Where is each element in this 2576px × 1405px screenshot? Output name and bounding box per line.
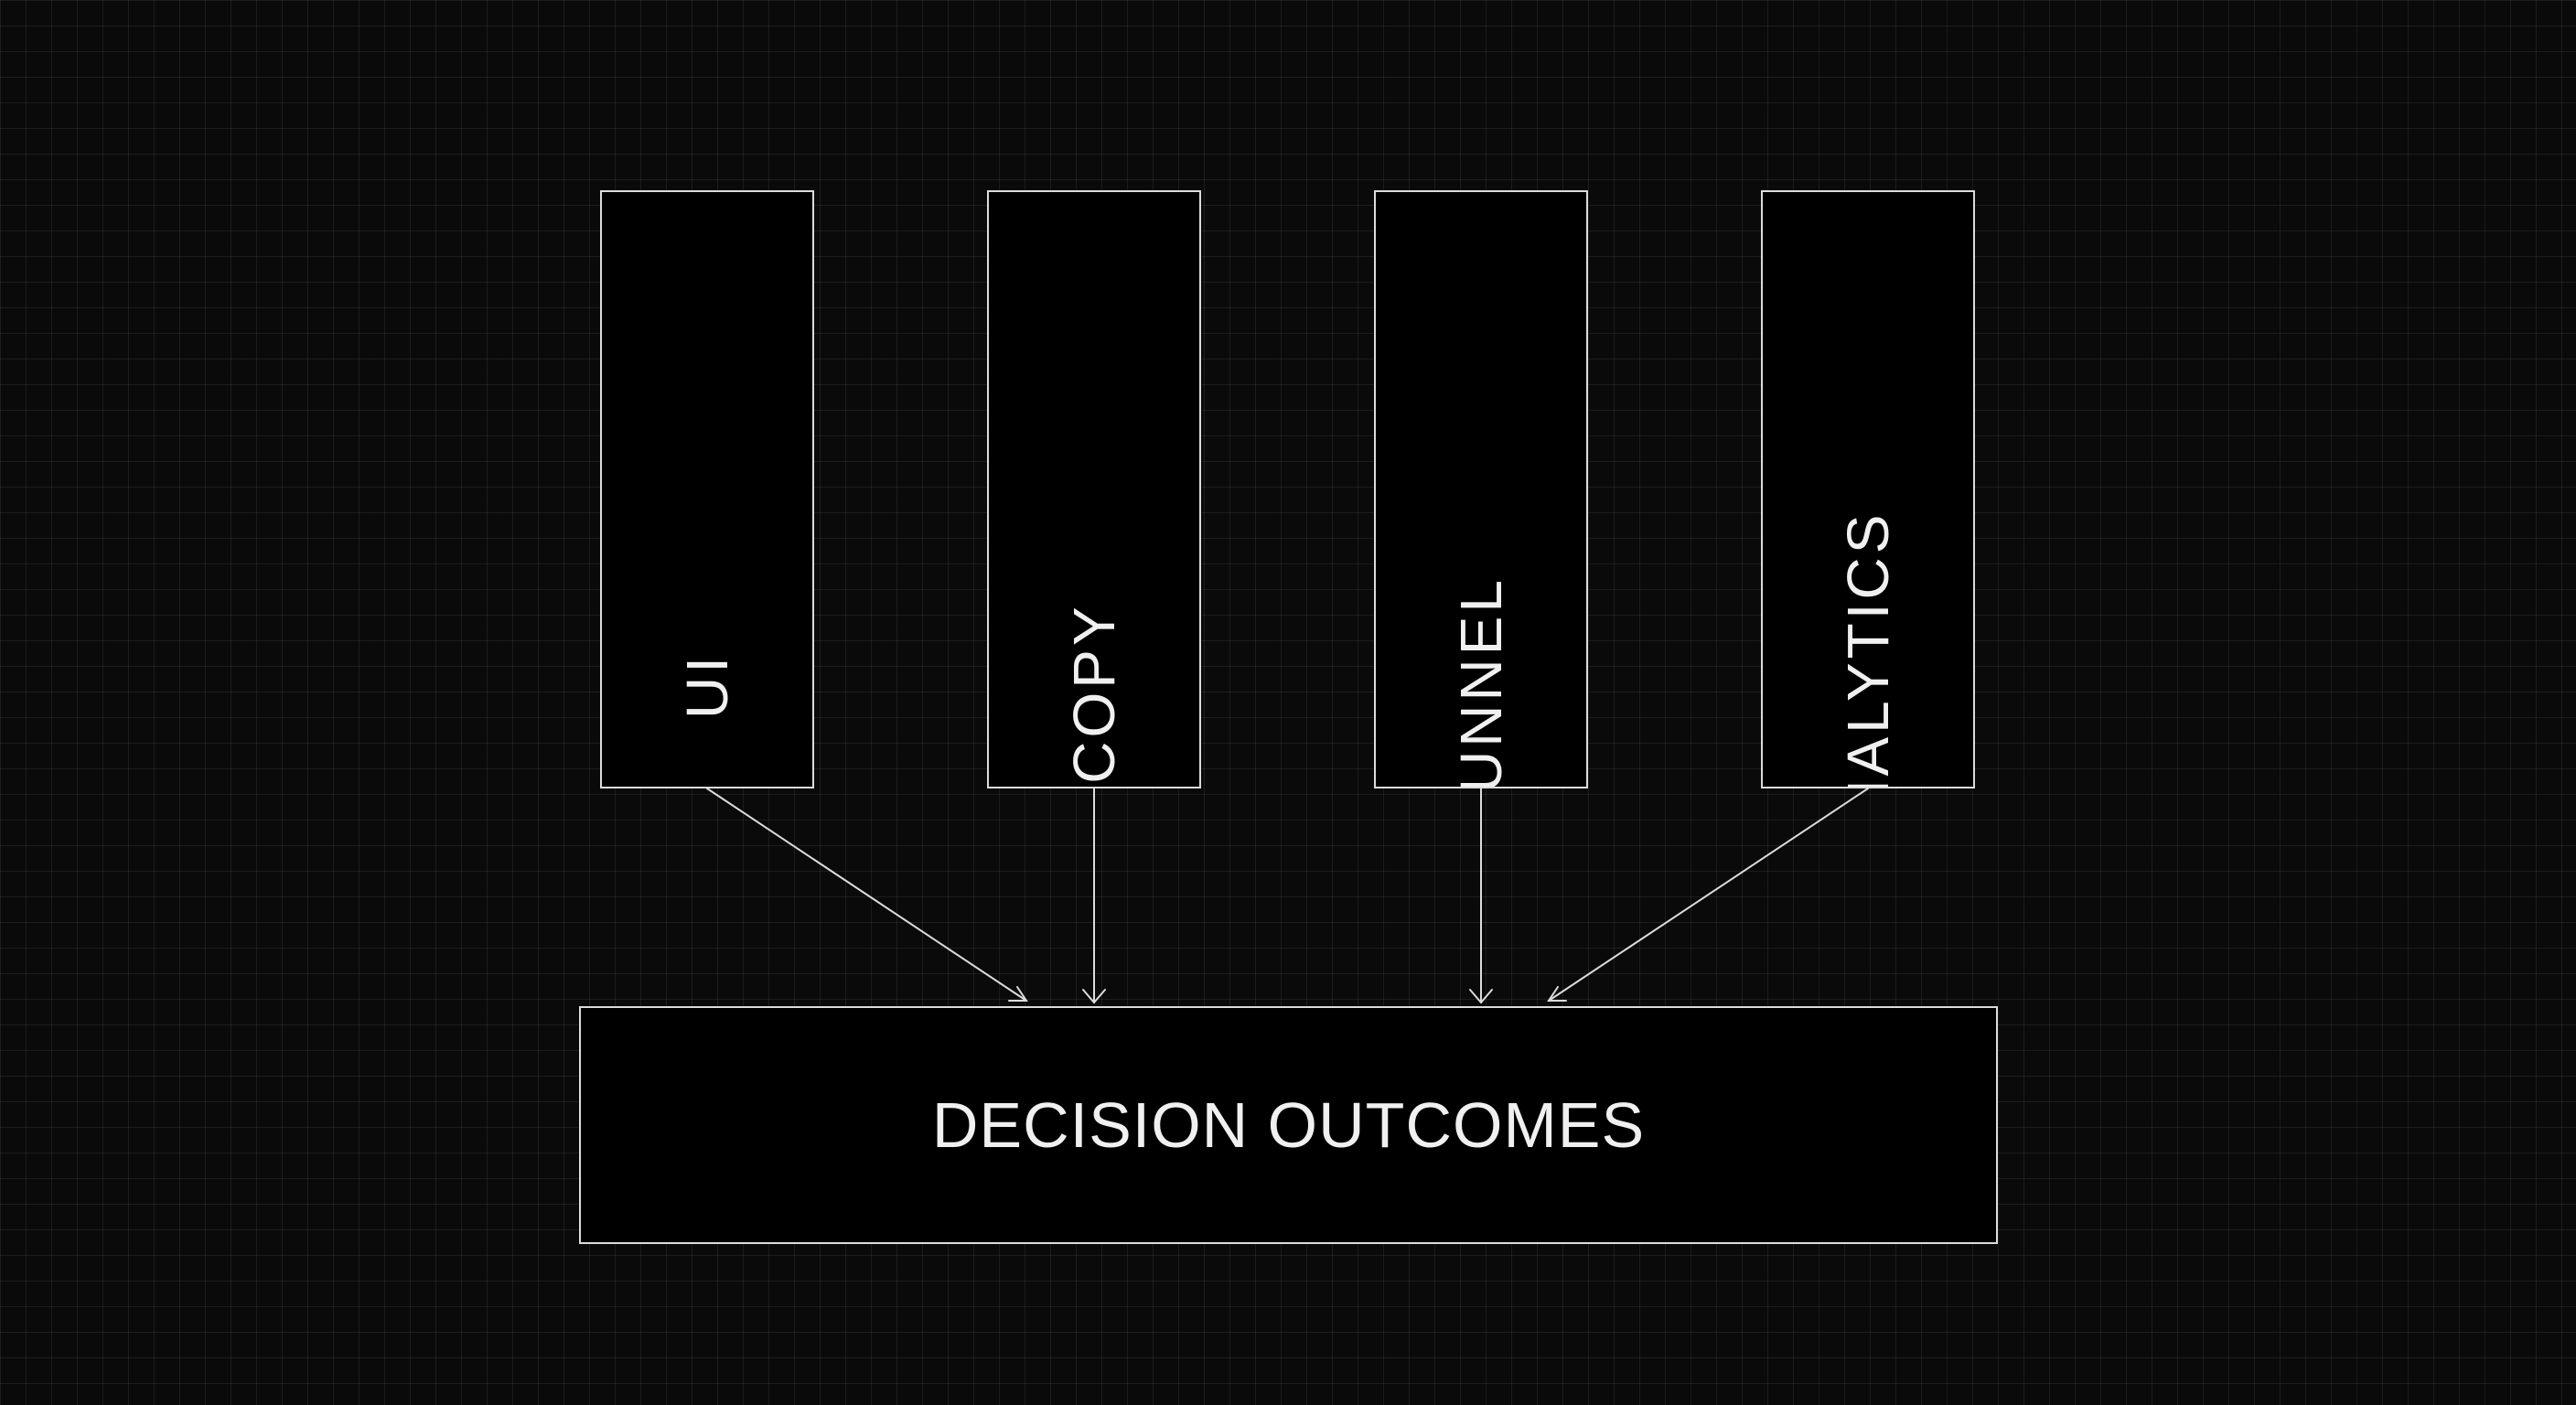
pillar-funnel: FUNNEL	[1374, 190, 1588, 788]
pillar-label-analytics: ANALYTICS	[1835, 510, 1901, 788]
pillar-label-ui: UI	[674, 653, 740, 719]
arrowhead-ui-icon	[1008, 986, 1028, 1002]
pillar-analytics: ANALYTICS	[1761, 190, 1975, 788]
pillar-copy: COPY	[987, 190, 1201, 788]
decision-outcomes-label: DECISION OUTCOMES	[931, 1089, 1646, 1161]
pillar-ui: UI	[600, 190, 814, 788]
arrowhead-analytics-icon	[1547, 986, 1567, 1002]
arrowhead-funnel-icon	[1469, 989, 1493, 1004]
arrowhead-copy-icon	[1082, 989, 1106, 1004]
pillar-label-funnel: FUNNEL	[1448, 575, 1514, 788]
arrow-ui-to-outcomes	[706, 788, 1027, 1002]
pillar-label-copy: COPY	[1061, 603, 1127, 784]
decision-outcomes-box: DECISION OUTCOMES	[579, 1006, 1998, 1244]
arrow-analytics-to-outcomes	[1548, 788, 1869, 1002]
